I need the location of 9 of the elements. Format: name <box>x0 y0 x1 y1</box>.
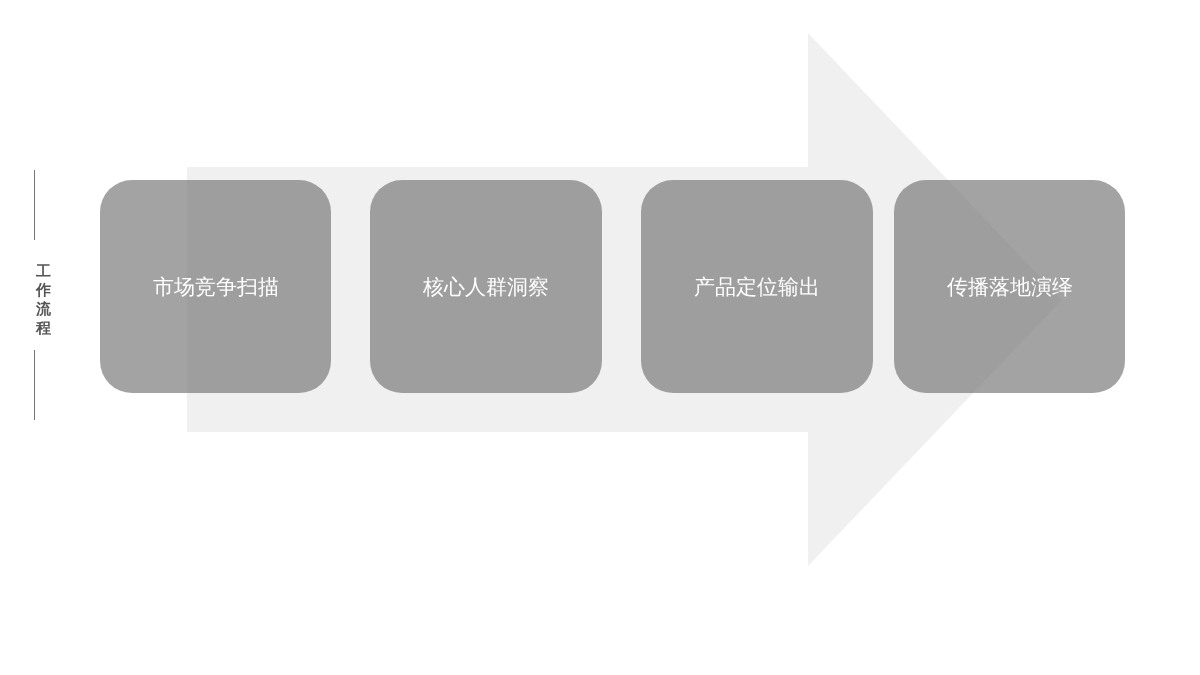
process-box <box>641 180 873 393</box>
process-box <box>894 180 1125 393</box>
process-box <box>370 180 602 393</box>
step-label: 产品定位输出 <box>694 273 820 301</box>
step-label: 传播落地演绎 <box>946 273 1073 301</box>
step-label: 核心人群洞察 <box>423 273 549 301</box>
step-label: 市场竞争扫描 <box>152 273 279 301</box>
process-box <box>100 180 331 393</box>
title: 工作流程 <box>34 262 52 338</box>
